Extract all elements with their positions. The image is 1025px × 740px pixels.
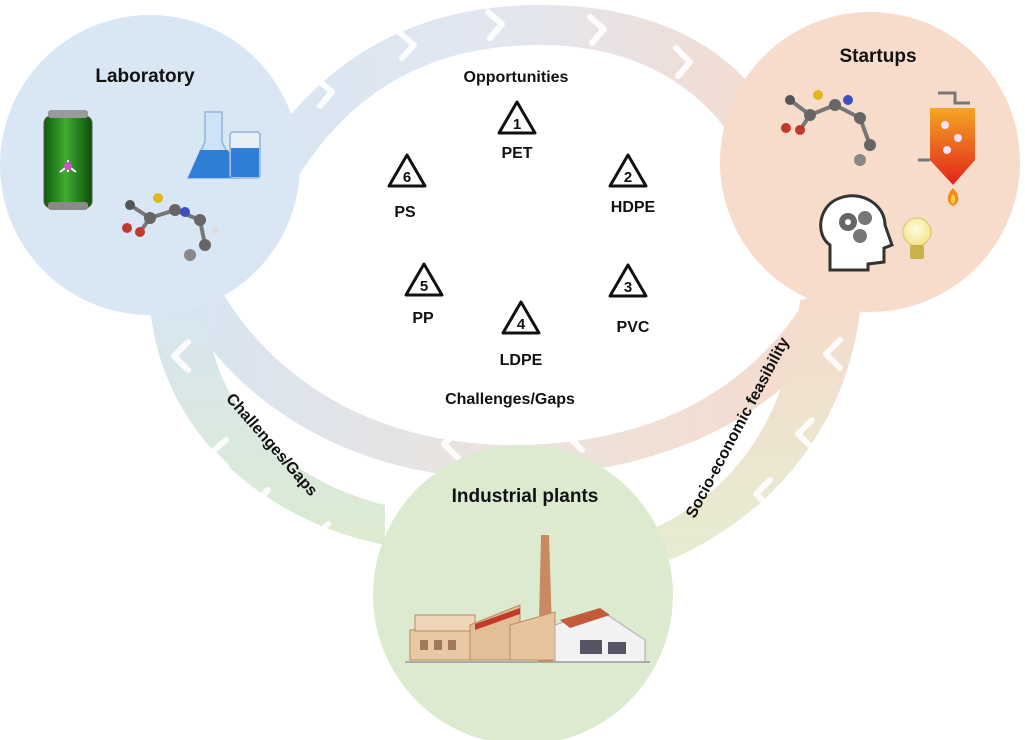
recycle-triangle-icon (501, 300, 541, 335)
right-arc-band (650, 290, 862, 560)
svg-text:2: 2 (624, 169, 632, 186)
chevron-icon (397, 30, 417, 61)
chevron-icon (311, 521, 331, 555)
chevron-icon (703, 347, 723, 381)
startups-title: Startups (839, 46, 916, 67)
plastic-label-ps: PS (394, 204, 416, 221)
chevron-icon (795, 417, 815, 451)
head-gears-icon (819, 194, 894, 272)
flow-arrows (150, 5, 862, 560)
bottom-arc-band (180, 270, 845, 478)
chevron-icon (485, 9, 505, 41)
laboratory-title: Laboratory (95, 66, 195, 87)
challenges-center-label: Challenges/Gaps (445, 391, 575, 408)
beaker-icon (229, 131, 261, 179)
recycle-triangle-icon (387, 153, 427, 188)
recycling-code-4: 4 (501, 300, 541, 335)
molecule-icon (781, 90, 876, 166)
plastic-codes: 1 PET 2 HDPE 3 PVC 4 LDPE 5 PP 6 PS (387, 100, 656, 369)
industrial-title: Industrial plants (452, 486, 599, 507)
factory-icon (405, 535, 650, 663)
recycle-triangle-icon (497, 100, 537, 135)
recycle-triangle-icon (608, 263, 648, 298)
startups-node: Startups (720, 12, 1020, 312)
startups-circle (720, 12, 1020, 312)
industrial-node: Industrial plants (373, 445, 673, 740)
recycling-code-5: 5 (404, 262, 444, 297)
recycle-triangle-icon (404, 262, 444, 297)
laboratory-circle (0, 15, 300, 315)
chevron-icon (171, 339, 191, 373)
chevron-icon (565, 419, 585, 453)
molecule-icon (122, 193, 219, 261)
plastic-label-hdpe: HDPE (611, 199, 656, 216)
opportunities-label: Opportunities (464, 69, 569, 86)
plastic-label-pp: PP (412, 310, 434, 327)
flame-icon (947, 188, 959, 206)
reactor-icon (918, 91, 975, 185)
recycle-triangle-icon (608, 153, 648, 188)
plastic-label-ldpe: LDPE (500, 352, 543, 369)
plastic-label-pet: PET (501, 145, 532, 162)
chevron-icon (823, 337, 843, 371)
svg-text:4: 4 (517, 316, 526, 333)
svg-text:3: 3 (624, 279, 632, 296)
lightbulb-icon (902, 217, 932, 259)
chevron-icon (673, 45, 693, 79)
industrial-circle (373, 445, 673, 740)
chevron-marks (171, 9, 843, 555)
svg-text:5: 5 (420, 278, 428, 295)
plastic-label-pvc: PVC (617, 319, 650, 336)
top-arc-band (230, 5, 800, 235)
chevron-icon (753, 477, 773, 511)
recycling-code-6: 6 (387, 153, 427, 188)
chevron-icon (251, 487, 271, 521)
battery-icon (43, 110, 93, 210)
chevron-icon (209, 437, 229, 469)
recycling-code-2: 2 (608, 153, 648, 188)
svg-text:1: 1 (513, 116, 521, 133)
chevron-icon (441, 427, 461, 461)
chevron-icon (253, 313, 273, 347)
svg-text:6: 6 (403, 169, 411, 186)
recycling-code-1: 1 (497, 100, 537, 135)
laboratory-node: Laboratory (0, 15, 300, 315)
recycling-code-3: 3 (608, 263, 648, 298)
chevron-icon (315, 77, 335, 109)
flask-icon (186, 111, 242, 179)
chevron-icon (587, 14, 607, 46)
left-arc-band (150, 300, 385, 545)
